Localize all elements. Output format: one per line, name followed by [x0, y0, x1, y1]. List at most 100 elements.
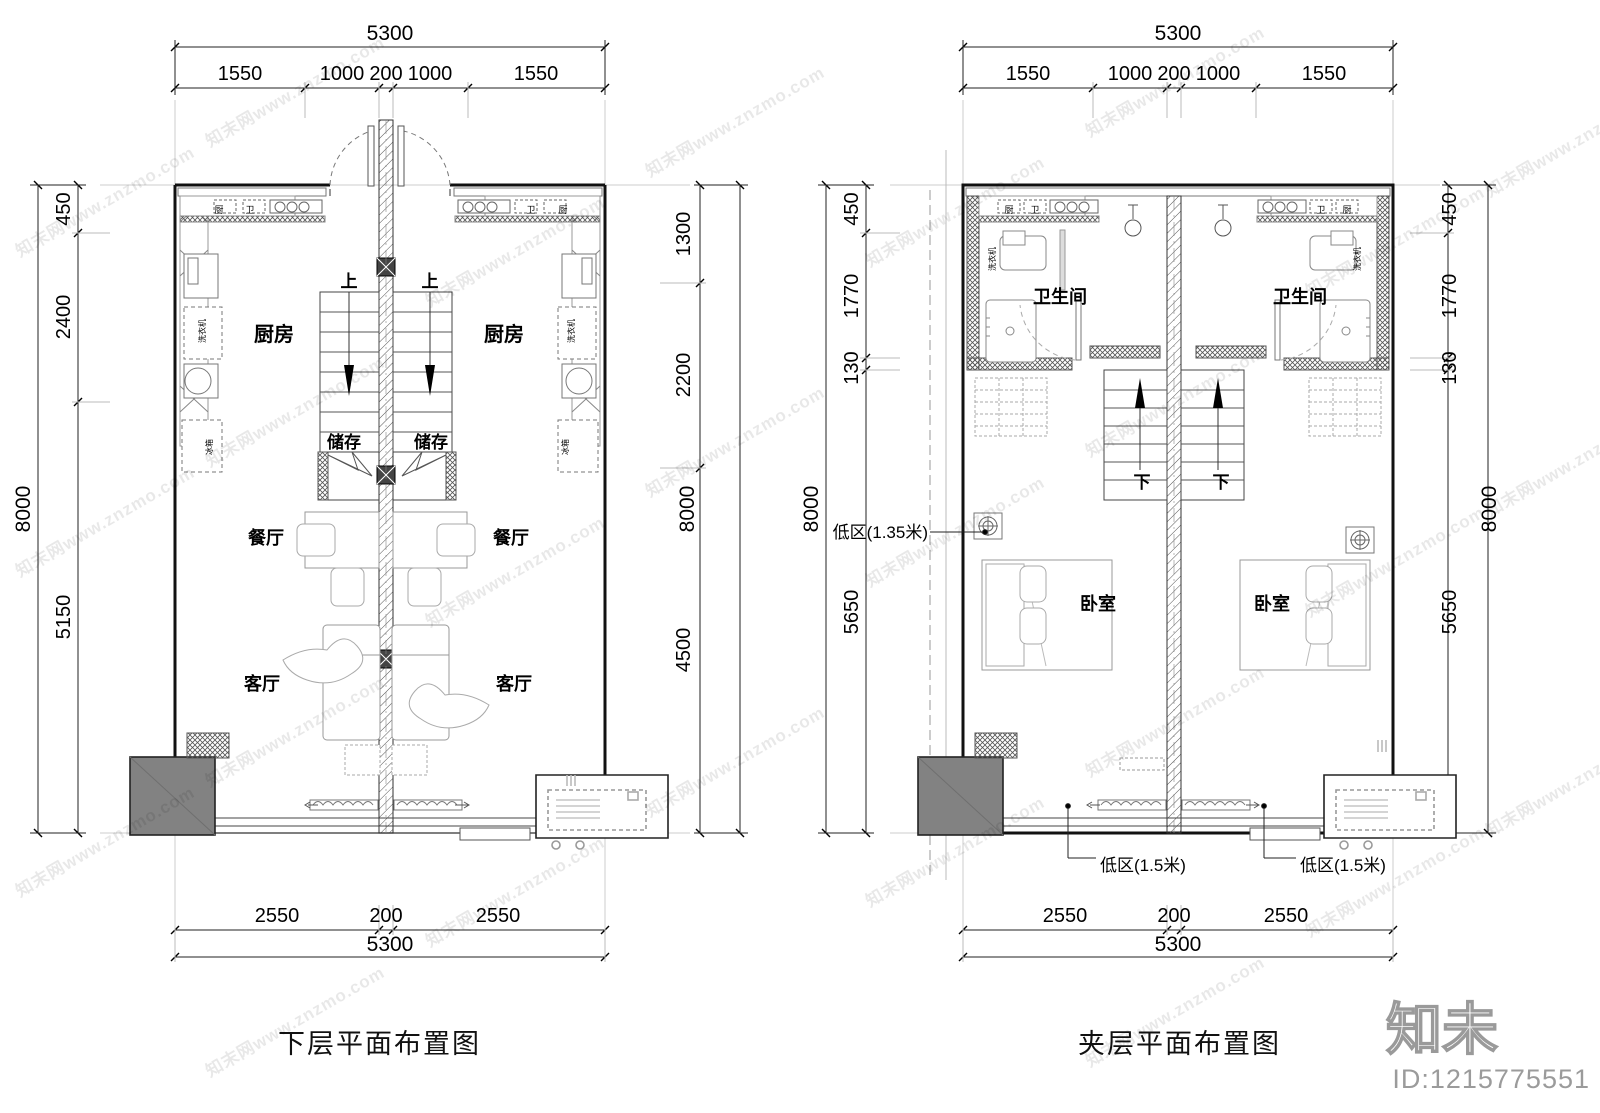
room-label-storage-left: 储存 — [327, 432, 361, 452]
dim-right-0-mezz: 450 — [1439, 192, 1461, 225]
room-label-bedroom-right: 卧室 — [1254, 593, 1290, 614]
bed-left — [981, 559, 1113, 671]
ceiling-fixtures — [973, 512, 1375, 554]
room-label-living-right: 客厅 — [496, 673, 532, 694]
drawing-id: ID:1215775551 — [1392, 1064, 1590, 1094]
cabinet-tag-bath-r-mezz: 卫 — [1316, 205, 1325, 215]
cabinet-tag-kitchen-r: 厨 — [558, 205, 567, 215]
dim-left-total-lower: 8000 — [12, 486, 35, 533]
plan-title-mezzanine: 夹层平面布置图 — [1078, 1029, 1281, 1059]
dim-bottom-total-lower: 5300 — [367, 933, 414, 956]
dim-right-total-mezz: 8000 — [1478, 486, 1501, 533]
appliance-tag-fridge-l: 冰箱 — [204, 439, 214, 455]
appliance-tag-washer-r-mezz: 洗衣机 — [1352, 247, 1362, 271]
note-low-zone-15-right: 低区(1.5米) — [1300, 856, 1386, 875]
party-wall-mezz — [1166, 195, 1182, 834]
note-low-zone-15-left: 低区(1.5米) — [1100, 856, 1186, 875]
dimension-top-mezz — [958, 40, 1398, 118]
kitchen-right — [454, 195, 601, 473]
cabinet-tag-kitchen-l-mezz: 厨 — [1004, 205, 1013, 215]
column-mezz-left — [917, 732, 1018, 836]
dim-right-1-lower: 2200 — [673, 353, 695, 398]
stair-down-right — [1180, 369, 1245, 501]
balcony-mezz — [963, 757, 1393, 841]
balcony-lower — [175, 799, 605, 841]
site-logo: 知未 — [1385, 999, 1499, 1061]
room-label-kitchen-right: 厨房 — [484, 322, 524, 346]
dim-right-2-lower: 4500 — [673, 628, 695, 673]
kitchen-left — [179, 195, 326, 473]
dim-top-1-lower: 1000 — [320, 63, 365, 85]
room-label-dining-right: 餐厅 — [492, 527, 529, 548]
entry-doors — [329, 125, 451, 196]
dim-top-2-mezz: 200 — [1157, 63, 1190, 85]
dim-bottom-0-lower: 2550 — [255, 905, 300, 927]
dim-right-1-mezz: 1770 — [1439, 274, 1461, 319]
mezzanine-floor-plan — [818, 40, 1496, 962]
dim-top-3-mezz: 1000 — [1196, 63, 1241, 85]
ac-platform-mezz — [1323, 740, 1457, 850]
dim-bottom-1-lower: 200 — [369, 905, 402, 927]
annotation-leaders — [930, 529, 1296, 859]
stair-marker-up-left: 上 — [341, 272, 358, 291]
column-lower-left — [129, 732, 230, 836]
dim-top-0-mezz: 1550 — [1006, 63, 1051, 85]
ac-platform-lower — [535, 774, 669, 850]
dim-top-2-lower: 200 — [369, 63, 402, 85]
dim-right-2-mezz: 130 — [1439, 351, 1461, 384]
stair-up-right — [392, 291, 457, 501]
dim-bottom-2-mezz: 2550 — [1264, 905, 1309, 927]
living-set-left — [282, 624, 381, 776]
stair-down-left — [1103, 369, 1168, 501]
cabinet-tag-kitchen-r-mezz: 厨 — [1342, 205, 1351, 215]
dim-top-0-lower: 1550 — [218, 63, 263, 85]
appliance-tag-washer-l-mezz: 洗衣机 — [987, 247, 997, 271]
lower-floor-plan — [30, 40, 748, 962]
stair-up-left — [317, 291, 380, 501]
text-layer: 5300 1550 1000 200 1000 1550 8000 450 24… — [12, 22, 1501, 956]
dim-left-0-mezz: 450 — [841, 192, 863, 225]
bed-right — [1239, 559, 1371, 671]
dim-top-4-mezz: 1550 — [1302, 63, 1347, 85]
cabinet-tag-bath-r: 卫 — [526, 205, 535, 215]
dim-left-1-mezz: 1770 — [841, 274, 863, 319]
dimension-top — [170, 40, 610, 118]
cabinet-tag-bath-l: 卫 — [245, 205, 254, 215]
dimension-left — [30, 180, 110, 838]
room-label-storage-right: 储存 — [414, 432, 448, 452]
dim-right-total-lower: 8000 — [676, 486, 699, 533]
room-label-bedroom-left: 卧室 — [1080, 593, 1116, 614]
room-label-kitchen-left: 厨房 — [254, 322, 294, 346]
dim-bottom-total-mezz: 5300 — [1155, 933, 1202, 956]
cabinet-tag-bath-l-mezz: 卫 — [1030, 205, 1039, 215]
dining-set-left — [296, 511, 380, 607]
bathroom-left — [974, 195, 1142, 437]
dim-bottom-1-mezz: 200 — [1157, 905, 1190, 927]
stair-marker-down-right: 下 — [1213, 473, 1230, 492]
exterior-walls — [173, 183, 607, 834]
logo-text: 知未 — [1386, 999, 1498, 1061]
dimension-left-mezz — [818, 180, 900, 838]
stair-marker-down-left: 下 — [1134, 473, 1151, 492]
dim-right-0-lower: 1300 — [673, 212, 695, 257]
dim-left-2-lower: 5150 — [53, 595, 75, 640]
room-label-dining-left: 餐厅 — [247, 527, 284, 548]
stair-marker-up-right: 上 — [422, 272, 439, 291]
note-low-zone-135: 低区(1.35米) — [833, 523, 928, 542]
dim-top-total-lower: 5300 — [367, 22, 414, 45]
room-label-bathroom-left: 卫生间 — [1033, 286, 1087, 307]
dimension-right — [660, 180, 748, 838]
appliance-tag-washer-r: 洗衣机 — [566, 319, 576, 343]
dining-set-right — [392, 511, 476, 607]
dim-left-2-mezz: 130 — [841, 351, 863, 384]
cabinet-tag-kitchen-l: 厨 — [214, 205, 223, 215]
living-set-right — [391, 624, 490, 776]
dim-top-1-mezz: 1000 — [1108, 63, 1153, 85]
dim-bottom-2-lower: 2550 — [476, 905, 521, 927]
dim-top-total-mezz: 5300 — [1155, 22, 1202, 45]
room-label-bathroom-right: 卫生间 — [1273, 286, 1327, 307]
dim-left-3-mezz: 5650 — [841, 590, 863, 635]
plan-title-lower: 下层平面布置图 — [278, 1029, 481, 1059]
